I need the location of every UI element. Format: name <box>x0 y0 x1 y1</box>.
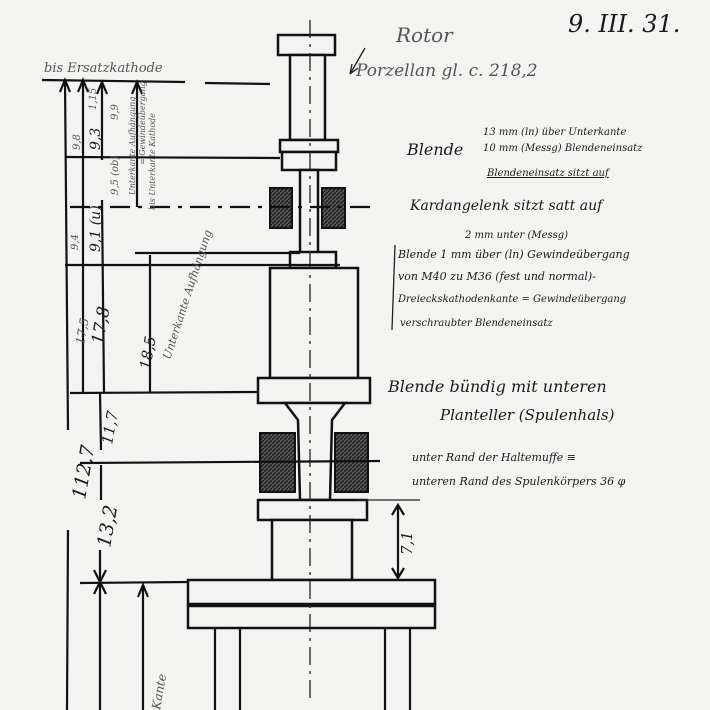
kardan-note: Kardangelenk sitzt satt auf <box>409 198 605 214</box>
notes: Blende 13 mm (ln) über Unterkante 10 mm … <box>387 127 643 488</box>
dim-9-9: 9,9 <box>110 103 121 120</box>
blende-a-line2: 10 mm (Messg) Blendeneinsatz <box>483 143 643 154</box>
bracket <box>391 244 396 331</box>
blende-a-line1: 13 mm (ln) über Unterkante <box>483 127 626 138</box>
blende-a-label: Blende <box>406 140 463 159</box>
blende-b-line3: Dreieckskathodenkante = Gewindeübergang <box>397 294 626 305</box>
lower-flange <box>256 498 369 522</box>
two-mm-note: 2 mm unter (Messg) <box>464 230 568 241</box>
upper-shaft <box>288 53 327 142</box>
dim-18-5: 18,5 <box>136 335 160 371</box>
top-cap <box>276 33 337 57</box>
dim-9-5: 9,5 (ob) <box>110 156 121 195</box>
top-left-label: bis Ersatzkathode <box>44 61 163 76</box>
side-note-2: = Gewindeübergang <box>138 81 147 165</box>
rotor-label: Rotor <box>395 23 454 47</box>
plate <box>256 376 372 405</box>
rotor-note: Porzellan gl. c. 218,2 <box>355 61 538 81</box>
dim-17-5: 17,5 <box>73 317 91 346</box>
upper-collar <box>278 138 340 154</box>
dim-9-1: 9,1 (u) <box>88 205 104 252</box>
rand-line2: unteren Rand des Spulenkörpers 36 φ <box>412 475 626 488</box>
dim-9-4: 9,4 <box>70 234 81 250</box>
blende-b-line4: verschraubter Blendeneinsatz <box>400 318 553 329</box>
blende-b-line2: von M40 zu M36 (fest und normal)- <box>398 270 596 283</box>
dim-112-7: 112,7 <box>68 443 99 501</box>
side-note-3: bis Unterkante Kathode <box>148 113 157 210</box>
dimension-lines <box>58 77 405 710</box>
blende-c-line2: Planteller (Spulenhals) <box>439 406 615 424</box>
dim-17-8: 17,8 <box>88 305 114 346</box>
pointer-arrow-icon <box>349 47 366 75</box>
date: 9. III. 31. <box>568 10 680 38</box>
dim-7-1: 7,1 <box>398 531 416 555</box>
dim-9-8: 9,8 <box>72 134 83 150</box>
lower-body <box>270 518 354 582</box>
base-plate-top <box>186 578 437 606</box>
thin-shaft <box>298 168 320 257</box>
bottom-note: Kante <box>149 673 169 710</box>
rand-line1: unter Rand der Haltemuffe ≡ <box>412 451 576 464</box>
dim-11-7: 11,7 <box>98 409 122 445</box>
dim-9-3: 9,3 <box>88 128 104 150</box>
side-note-4: Unterkante Aufhängung <box>160 228 214 361</box>
rotor-part <box>186 20 437 710</box>
blende-a-line3: Blendeneinsatz sitzt auf <box>486 168 611 179</box>
side-note-1: Unterkante Aufhängung <box>128 97 137 195</box>
lower-magnet-right <box>334 432 369 493</box>
dim-13-2: 13,2 <box>93 503 122 548</box>
upper-collar-lower <box>280 150 338 172</box>
body <box>268 266 360 380</box>
reference-lines <box>41 78 420 585</box>
blende-c-line1: Blende bündig mit unteren <box>387 377 607 396</box>
dim-1-15: 1,15 <box>88 88 99 110</box>
base-plate-bottom <box>186 604 437 630</box>
blende-b-line1: Blende 1 mm über (ln) Gewindeübergang <box>397 248 630 261</box>
